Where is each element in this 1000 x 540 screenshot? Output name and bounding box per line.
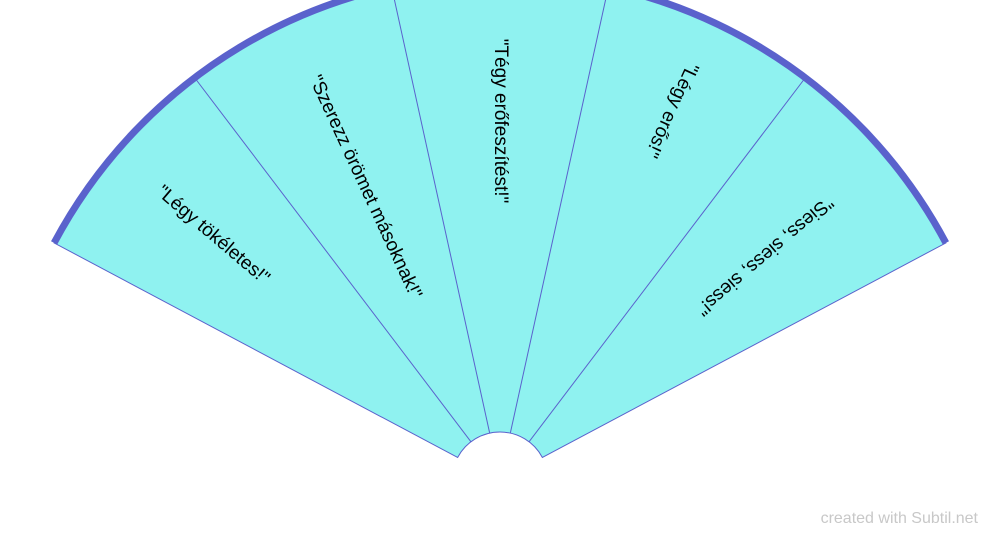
segment-divider <box>528 77 806 443</box>
segment-label: "Tégy erőfeszítést!" <box>490 39 511 204</box>
fan-rim <box>51 0 949 245</box>
segment-divider <box>393 0 491 434</box>
segment-divider <box>509 0 607 434</box>
segment-divider <box>194 77 472 443</box>
watermark: created with Subtil.net <box>820 510 978 527</box>
